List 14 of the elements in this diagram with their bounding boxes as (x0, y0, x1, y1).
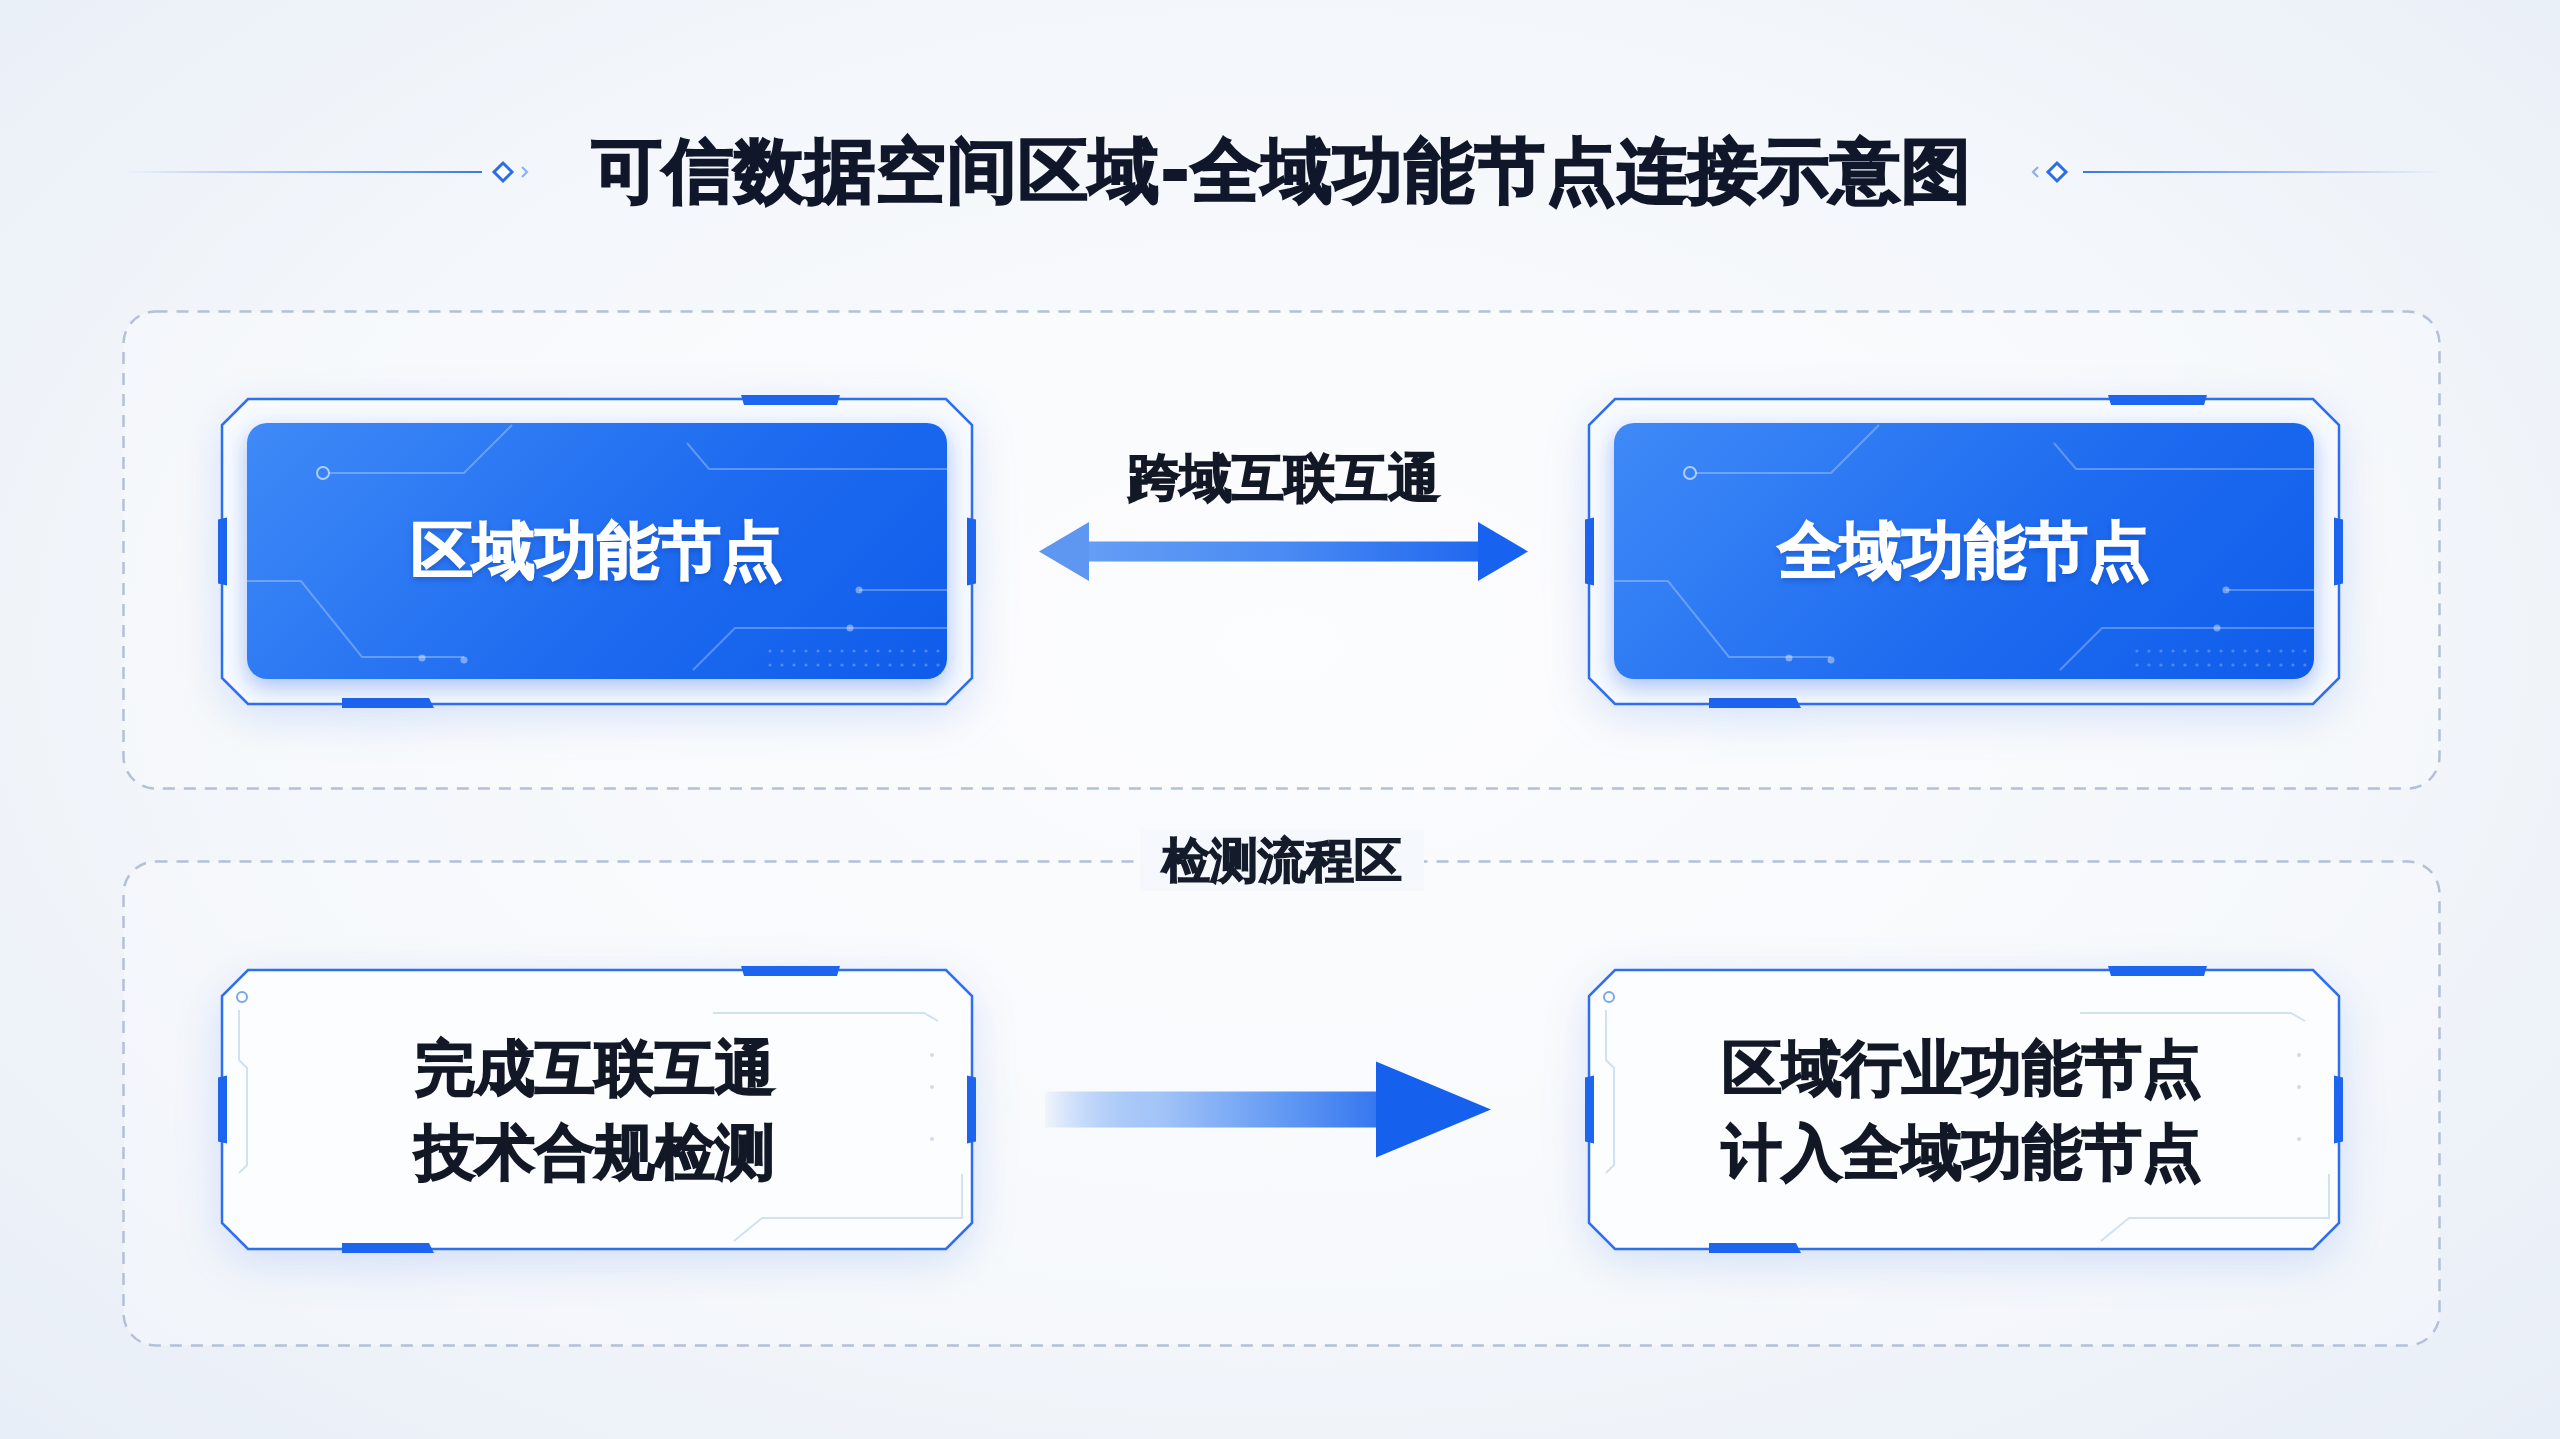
panel-heading: 检测流程区 (1139, 829, 1424, 891)
double-arrow (1039, 522, 1528, 581)
arrow (1045, 1061, 1491, 1158)
node-label: 全域功能节点 (1778, 513, 2150, 589)
node-label: 完成互联互通技术合规检测 (415, 1031, 776, 1189)
title: 可信数据空间区域-全域功能节点连接示意图 (592, 129, 1972, 214)
node-card (217, 394, 977, 709)
edge-label: 跨域互联互通 (1127, 446, 1440, 510)
node-label: 区域行业功能节点计入全域功能节点 (1722, 1031, 2203, 1189)
node-card (1584, 394, 2344, 709)
node-label: 区域功能节点 (411, 513, 783, 589)
node-card (1584, 965, 2344, 1254)
dashed-panel (122, 310, 2441, 790)
node-card (217, 965, 977, 1254)
